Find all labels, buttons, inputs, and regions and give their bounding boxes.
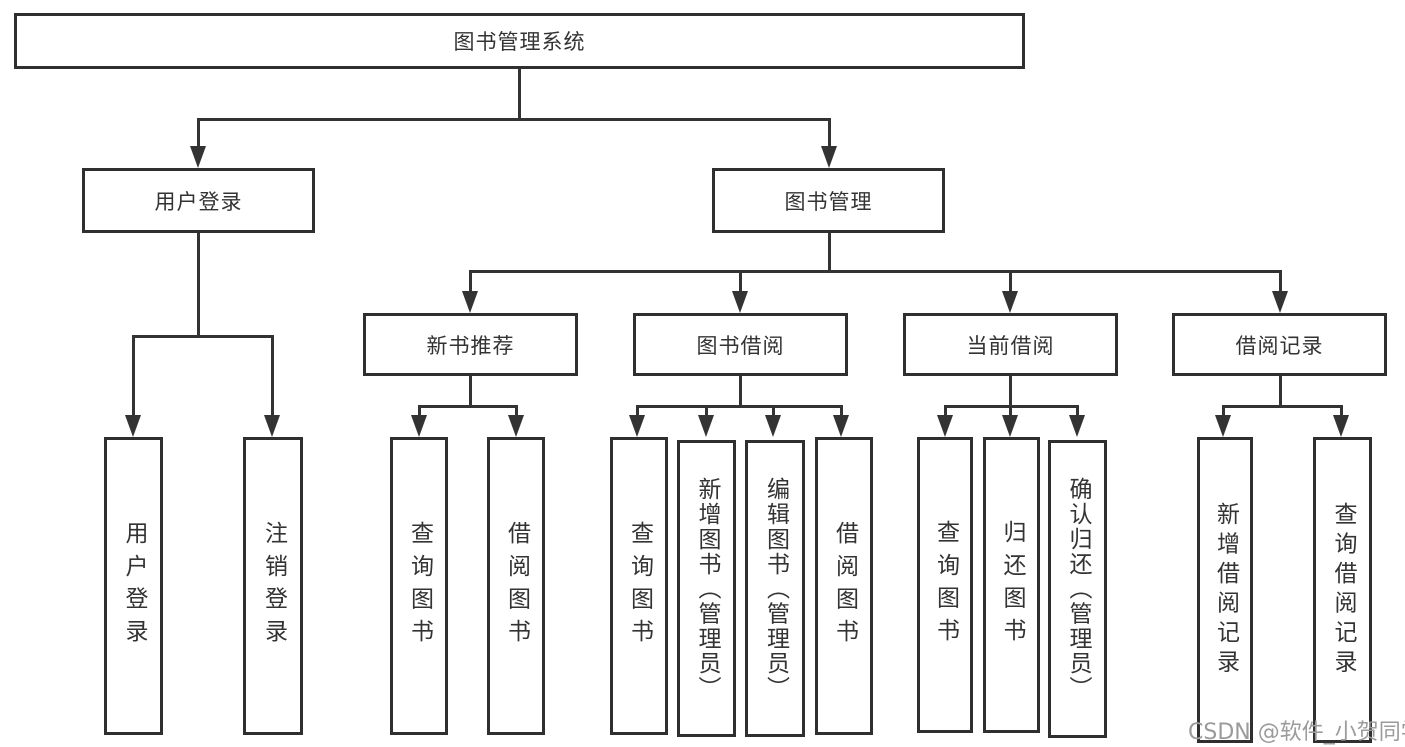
node-user-login-label: 用户登录 — [154, 189, 243, 214]
leaf-user-login: 用户登录 — [104, 437, 163, 735]
connector — [636, 405, 639, 417]
connector — [828, 118, 831, 148]
connector — [469, 270, 472, 293]
leaf-records-add-record: 新增借阅记录 — [1197, 437, 1253, 743]
connector — [1222, 405, 1343, 408]
arrow-down-icon — [190, 146, 206, 168]
connector — [197, 118, 831, 121]
arrow-down-icon — [264, 415, 280, 437]
connector — [197, 233, 200, 338]
node-borrow-records-label: 借阅记录 — [1235, 333, 1324, 358]
node-new-book-recommend: 新书推荐 — [363, 313, 578, 376]
connector — [739, 270, 742, 293]
csdn-watermark: CSDN @软件_小贺同学 — [1188, 720, 1405, 745]
node-root-label: 图书管理系统 — [453, 30, 586, 54]
connector — [515, 405, 518, 417]
node-current-borrow-label: 当前借阅 — [966, 333, 1055, 358]
leaf-current-confirm-return-admin: 确认归还（管理员） — [1048, 440, 1107, 738]
leaf-borrow-query-book-label: 查询图书 — [626, 520, 653, 652]
connector — [772, 405, 775, 417]
connector — [418, 405, 518, 408]
connector — [518, 68, 521, 120]
arrow-down-icon — [821, 146, 837, 168]
arrow-down-icon — [1002, 415, 1018, 437]
leaf-borrow-edit-book-admin: 编辑图书（管理员） — [745, 440, 805, 737]
connector — [1009, 405, 1012, 417]
connector — [828, 233, 831, 273]
arrow-down-icon — [462, 291, 478, 313]
leaf-borrow-borrow-book-label: 借阅图书 — [831, 520, 858, 652]
connector — [469, 270, 1282, 273]
node-book-management: 图书管理 — [712, 168, 945, 233]
arrow-down-icon — [1002, 291, 1018, 313]
leaf-current-query-book-label: 查询图书 — [932, 519, 959, 651]
node-new-book-recommend-label: 新书推荐 — [426, 333, 515, 358]
arrow-down-icon — [698, 415, 714, 437]
leaf-borrow-edit-book-admin-label: 编辑图书（管理员） — [762, 476, 789, 701]
connector — [132, 335, 274, 338]
leaf-recommend-borrow-book-label: 借阅图书 — [503, 520, 530, 652]
node-root: 图书管理系统 — [14, 13, 1025, 69]
leaf-current-confirm-return-admin-label: 确认归还（管理员） — [1065, 477, 1091, 701]
connector — [840, 405, 843, 417]
leaf-user-logout: 注销登录 — [243, 437, 303, 735]
leaf-user-login-label: 用户登录 — [121, 520, 147, 652]
connector — [1279, 270, 1282, 293]
connector — [1009, 270, 1012, 293]
arrow-down-icon — [1215, 415, 1231, 437]
leaf-current-query-book: 查询图书 — [917, 437, 973, 733]
leaf-borrow-query-book: 查询图书 — [610, 437, 668, 735]
connector — [469, 376, 472, 408]
connector — [1279, 376, 1282, 408]
arrow-down-icon — [937, 415, 953, 437]
arrow-down-icon — [411, 415, 427, 437]
leaf-recommend-borrow-book: 借阅图书 — [487, 437, 545, 735]
arrow-down-icon — [1272, 291, 1288, 313]
leaf-records-add-record-label: 新增借阅记录 — [1212, 501, 1239, 679]
arrow-down-icon — [629, 415, 645, 437]
leaf-borrow-add-book-admin-label: 新增图书（管理员） — [694, 476, 720, 701]
connector — [1340, 405, 1343, 417]
arrow-down-icon — [732, 291, 748, 313]
leaf-borrow-borrow-book: 借阅图书 — [815, 437, 873, 735]
node-borrow-records: 借阅记录 — [1172, 313, 1387, 376]
node-book-borrow: 图书借阅 — [633, 313, 848, 376]
node-book-management-label: 图书管理 — [784, 189, 873, 214]
connector — [271, 335, 274, 417]
arrow-down-icon — [1333, 415, 1349, 437]
leaf-records-query-record: 查询借阅记录 — [1313, 437, 1372, 743]
connector — [739, 376, 742, 408]
node-user-login: 用户登录 — [82, 168, 315, 233]
connector — [1076, 405, 1079, 417]
connector — [197, 118, 200, 148]
connector — [944, 405, 947, 417]
leaf-recommend-query-book: 查询图书 — [390, 437, 448, 735]
connector — [1009, 376, 1012, 408]
connector — [132, 335, 135, 417]
arrow-down-icon — [508, 415, 524, 437]
node-current-borrow: 当前借阅 — [903, 313, 1118, 376]
leaf-recommend-query-book-label: 查询图书 — [406, 520, 433, 652]
leaf-user-logout-label: 注销登录 — [260, 520, 287, 652]
arrow-down-icon — [1069, 415, 1085, 437]
arrow-down-icon — [125, 415, 141, 437]
leaf-records-query-record-label: 查询借阅记录 — [1330, 501, 1356, 679]
leaf-current-return-book: 归还图书 — [983, 437, 1040, 733]
connector — [705, 405, 708, 417]
leaf-current-return-book-label: 归还图书 — [999, 519, 1025, 651]
node-book-borrow-label: 图书借阅 — [696, 333, 785, 358]
connector — [418, 405, 421, 417]
connector — [636, 405, 843, 408]
connector — [1222, 405, 1225, 417]
arrow-down-icon — [833, 415, 849, 437]
leaf-borrow-add-book-admin: 新增图书（管理员） — [677, 440, 736, 737]
arrow-down-icon — [765, 415, 781, 437]
